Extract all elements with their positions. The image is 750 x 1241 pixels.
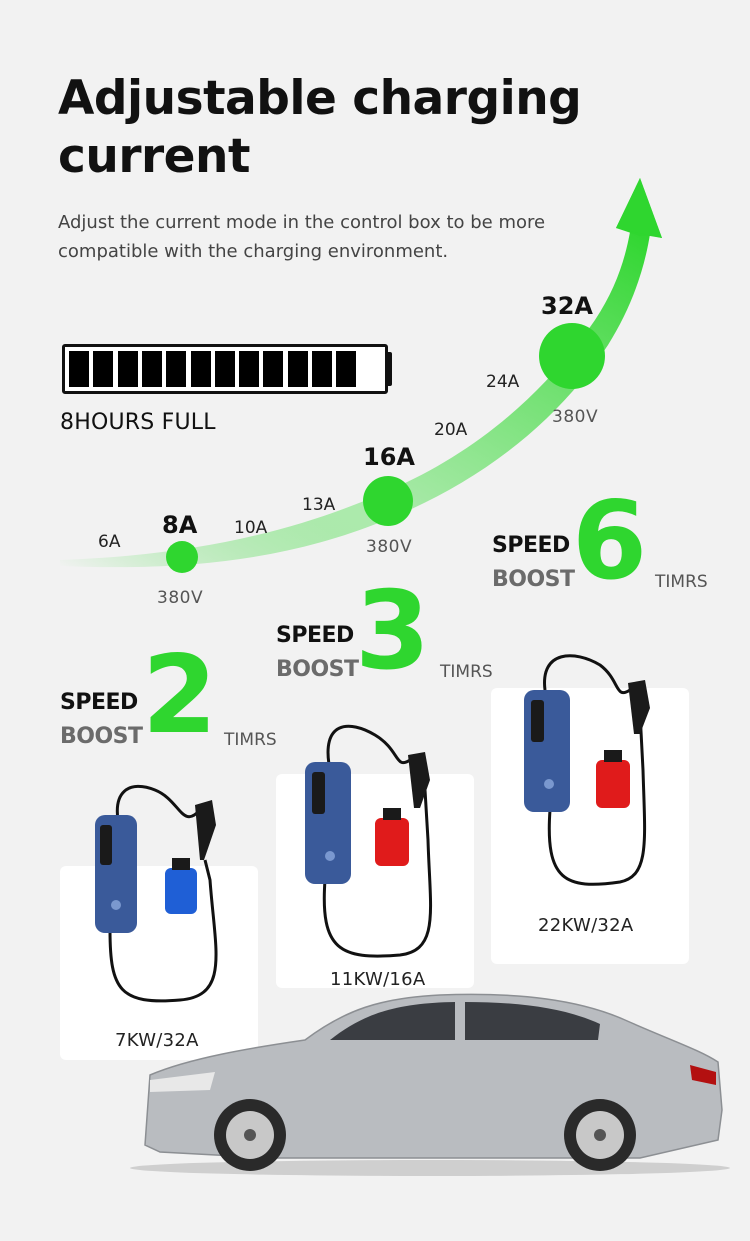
node-8a-volts: 380V (157, 588, 204, 608)
battery-segment (336, 351, 357, 387)
tick-20a: 20A (434, 420, 468, 440)
battery-segment (93, 351, 114, 387)
node-32a-volts: 380V (552, 407, 599, 427)
speed-boost-2-number: 2 (142, 633, 218, 758)
title-line-1: Adjustable charging (58, 71, 582, 126)
node-16a-volts: 380V (366, 537, 413, 557)
battery-label: 8HOURS FULL (60, 410, 216, 435)
battery-segment (117, 351, 138, 387)
current-curve-band (60, 232, 650, 568)
speed-boost-6-unit: TIMRS (655, 572, 708, 592)
title-line-2: current (58, 129, 250, 184)
battery-cap (388, 352, 392, 386)
subtitle: Adjust the current mode in the control b… (58, 208, 598, 266)
battery-segment (214, 351, 235, 387)
battery-segment (69, 351, 89, 387)
tick-10a: 10A (234, 518, 268, 538)
speed-boost-2-boost: BOOST (60, 724, 143, 749)
product-card-11kw (276, 774, 474, 988)
node-32a-dot (539, 323, 605, 389)
tick-13a: 13A (302, 495, 336, 515)
subtitle-line-1: Adjust the current mode in the control b… (58, 212, 546, 233)
product-label-7kw: 7KW/32A (115, 1030, 199, 1051)
speed-boost-2-speed: SPEED (60, 690, 138, 715)
battery-segment (239, 351, 260, 387)
product-label-11kw: 11KW/16A (330, 969, 426, 990)
speed-boost-3-boost: BOOST (276, 657, 359, 682)
speed-boost-6-number: 6 (572, 479, 648, 604)
page-title: Adjustable charging current (58, 70, 618, 186)
battery-indicator (62, 344, 388, 394)
node-16a-label: 16A (363, 443, 415, 471)
speed-boost-2-unit: TIMRS (224, 730, 277, 750)
battery-segment (287, 351, 308, 387)
speed-boost-3-number: 3 (355, 569, 431, 694)
battery-segment (263, 351, 284, 387)
node-16a-dot (363, 476, 413, 526)
battery-segment (190, 351, 211, 387)
node-8a-label: 8A (162, 511, 198, 539)
subtitle-line-2: compatible with the charging environment… (58, 241, 449, 262)
node-8a-dot (166, 541, 198, 573)
tick-6a: 6A (98, 532, 121, 552)
speed-boost-3-unit: TIMRS (440, 662, 493, 682)
arrow-shaft (616, 178, 662, 238)
speed-boost-6-speed: SPEED (492, 533, 570, 558)
speed-boost-6-boost: BOOST (492, 567, 575, 592)
battery-segment (166, 351, 187, 387)
battery-segment (141, 351, 162, 387)
speed-boost-3-speed: SPEED (276, 623, 354, 648)
product-label-22kw: 22KW/32A (538, 915, 634, 936)
tick-24a: 24A (486, 372, 520, 392)
battery-segment (312, 351, 332, 387)
node-32a-label: 32A (541, 292, 593, 320)
